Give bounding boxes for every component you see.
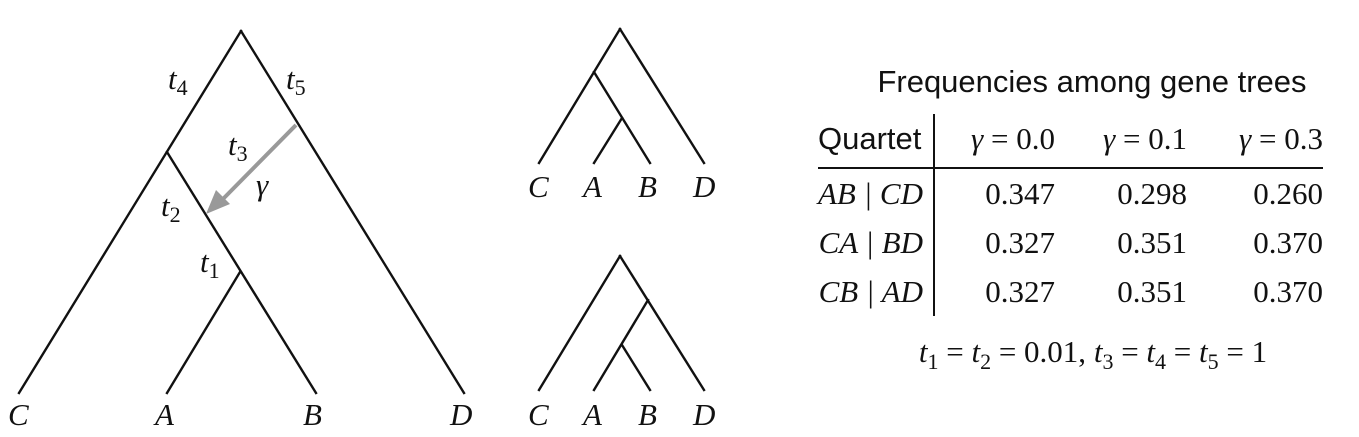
row-value: 0.298 — [1117, 175, 1187, 211]
tip-label-b: B — [303, 397, 322, 432]
row-value: 0.370 — [1253, 273, 1323, 309]
edge-t1-node — [165, 270, 242, 395]
frequency-table: Quartet γ = 0.0 γ = 0.1 γ = 0.3 AB | CD … — [818, 114, 1323, 316]
gt1-root-left — [537, 27, 622, 165]
edge-label-t2: t2 — [161, 188, 181, 227]
row-value: 0.351 — [1117, 273, 1187, 309]
gt2-root-right — [618, 254, 706, 392]
row-value: 0.347 — [985, 175, 1055, 211]
gt2-root-left — [537, 254, 622, 392]
row-value: 0.260 — [1253, 175, 1323, 211]
edge-root-left — [17, 29, 243, 395]
gt2-tip-b: B — [638, 397, 657, 432]
tip-label-c: C — [8, 397, 29, 432]
gt2-tip-d: D — [692, 397, 715, 432]
row-value: 0.327 — [985, 273, 1055, 309]
frequency-title: Frequencies among gene trees — [877, 64, 1307, 99]
gt1-ab-left — [592, 116, 624, 165]
gene-tree-top: C A B D — [528, 27, 715, 204]
edge-label-t5: t5 — [286, 61, 306, 100]
edge-label-t1: t1 — [200, 244, 220, 283]
gene-tree-bottom: C A B D — [528, 254, 715, 432]
table-row: AB | CD 0.347 0.298 0.260 — [818, 168, 1323, 218]
edge-root-right — [239, 29, 466, 395]
gt2-tip-c: C — [528, 397, 549, 432]
gt1-root-right — [618, 27, 706, 165]
header-gamma-3: γ = 0.3 — [1186, 114, 1323, 169]
row-value: 0.327 — [985, 224, 1055, 260]
row-value: 0.351 — [1117, 224, 1187, 260]
frequency-panel: Frequencies among gene trees Quartet γ =… — [818, 64, 1348, 375]
parameter-equation: t1 = t2 = 0.01, t3 = t4 = t5 = 1 — [918, 334, 1268, 375]
edge-t2-node — [165, 150, 318, 395]
gt2-tip-a: A — [581, 397, 603, 432]
table-row: CB | AD 0.327 0.351 0.370 — [818, 267, 1323, 316]
hybridization-arrowhead — [206, 190, 230, 214]
header-gamma-1: γ = 0.1 — [1054, 114, 1187, 169]
row-quartet: CA | BD — [818, 218, 935, 267]
tip-label-d: D — [449, 397, 472, 432]
gamma-label: γ — [256, 167, 269, 202]
table-header-row: Quartet γ = 0.0 γ = 0.1 γ = 0.3 — [818, 114, 1323, 169]
gt1-tip-d: D — [692, 169, 715, 204]
edge-label-t3: t3 — [228, 127, 248, 166]
species-network: t4 t5 t3 γ t2 t1 C A B D — [8, 29, 472, 432]
hybridization-edge — [220, 123, 298, 202]
gt1-tip-c: C — [528, 169, 549, 204]
row-quartet: AB | CD — [818, 168, 935, 218]
gt1-tip-b: B — [638, 169, 657, 204]
gt2-ab-right — [620, 343, 652, 392]
header-gamma-0: γ = 0.0 — [933, 114, 1055, 169]
table-row: CA | BD 0.327 0.351 0.370 — [818, 218, 1323, 267]
row-value: 0.370 — [1253, 224, 1323, 260]
header-quartet: Quartet — [818, 114, 935, 169]
gt1-tip-a: A — [581, 169, 603, 204]
row-quartet: CB | AD — [818, 267, 935, 316]
tip-label-a: A — [153, 397, 175, 432]
edge-label-t4: t4 — [168, 61, 188, 100]
